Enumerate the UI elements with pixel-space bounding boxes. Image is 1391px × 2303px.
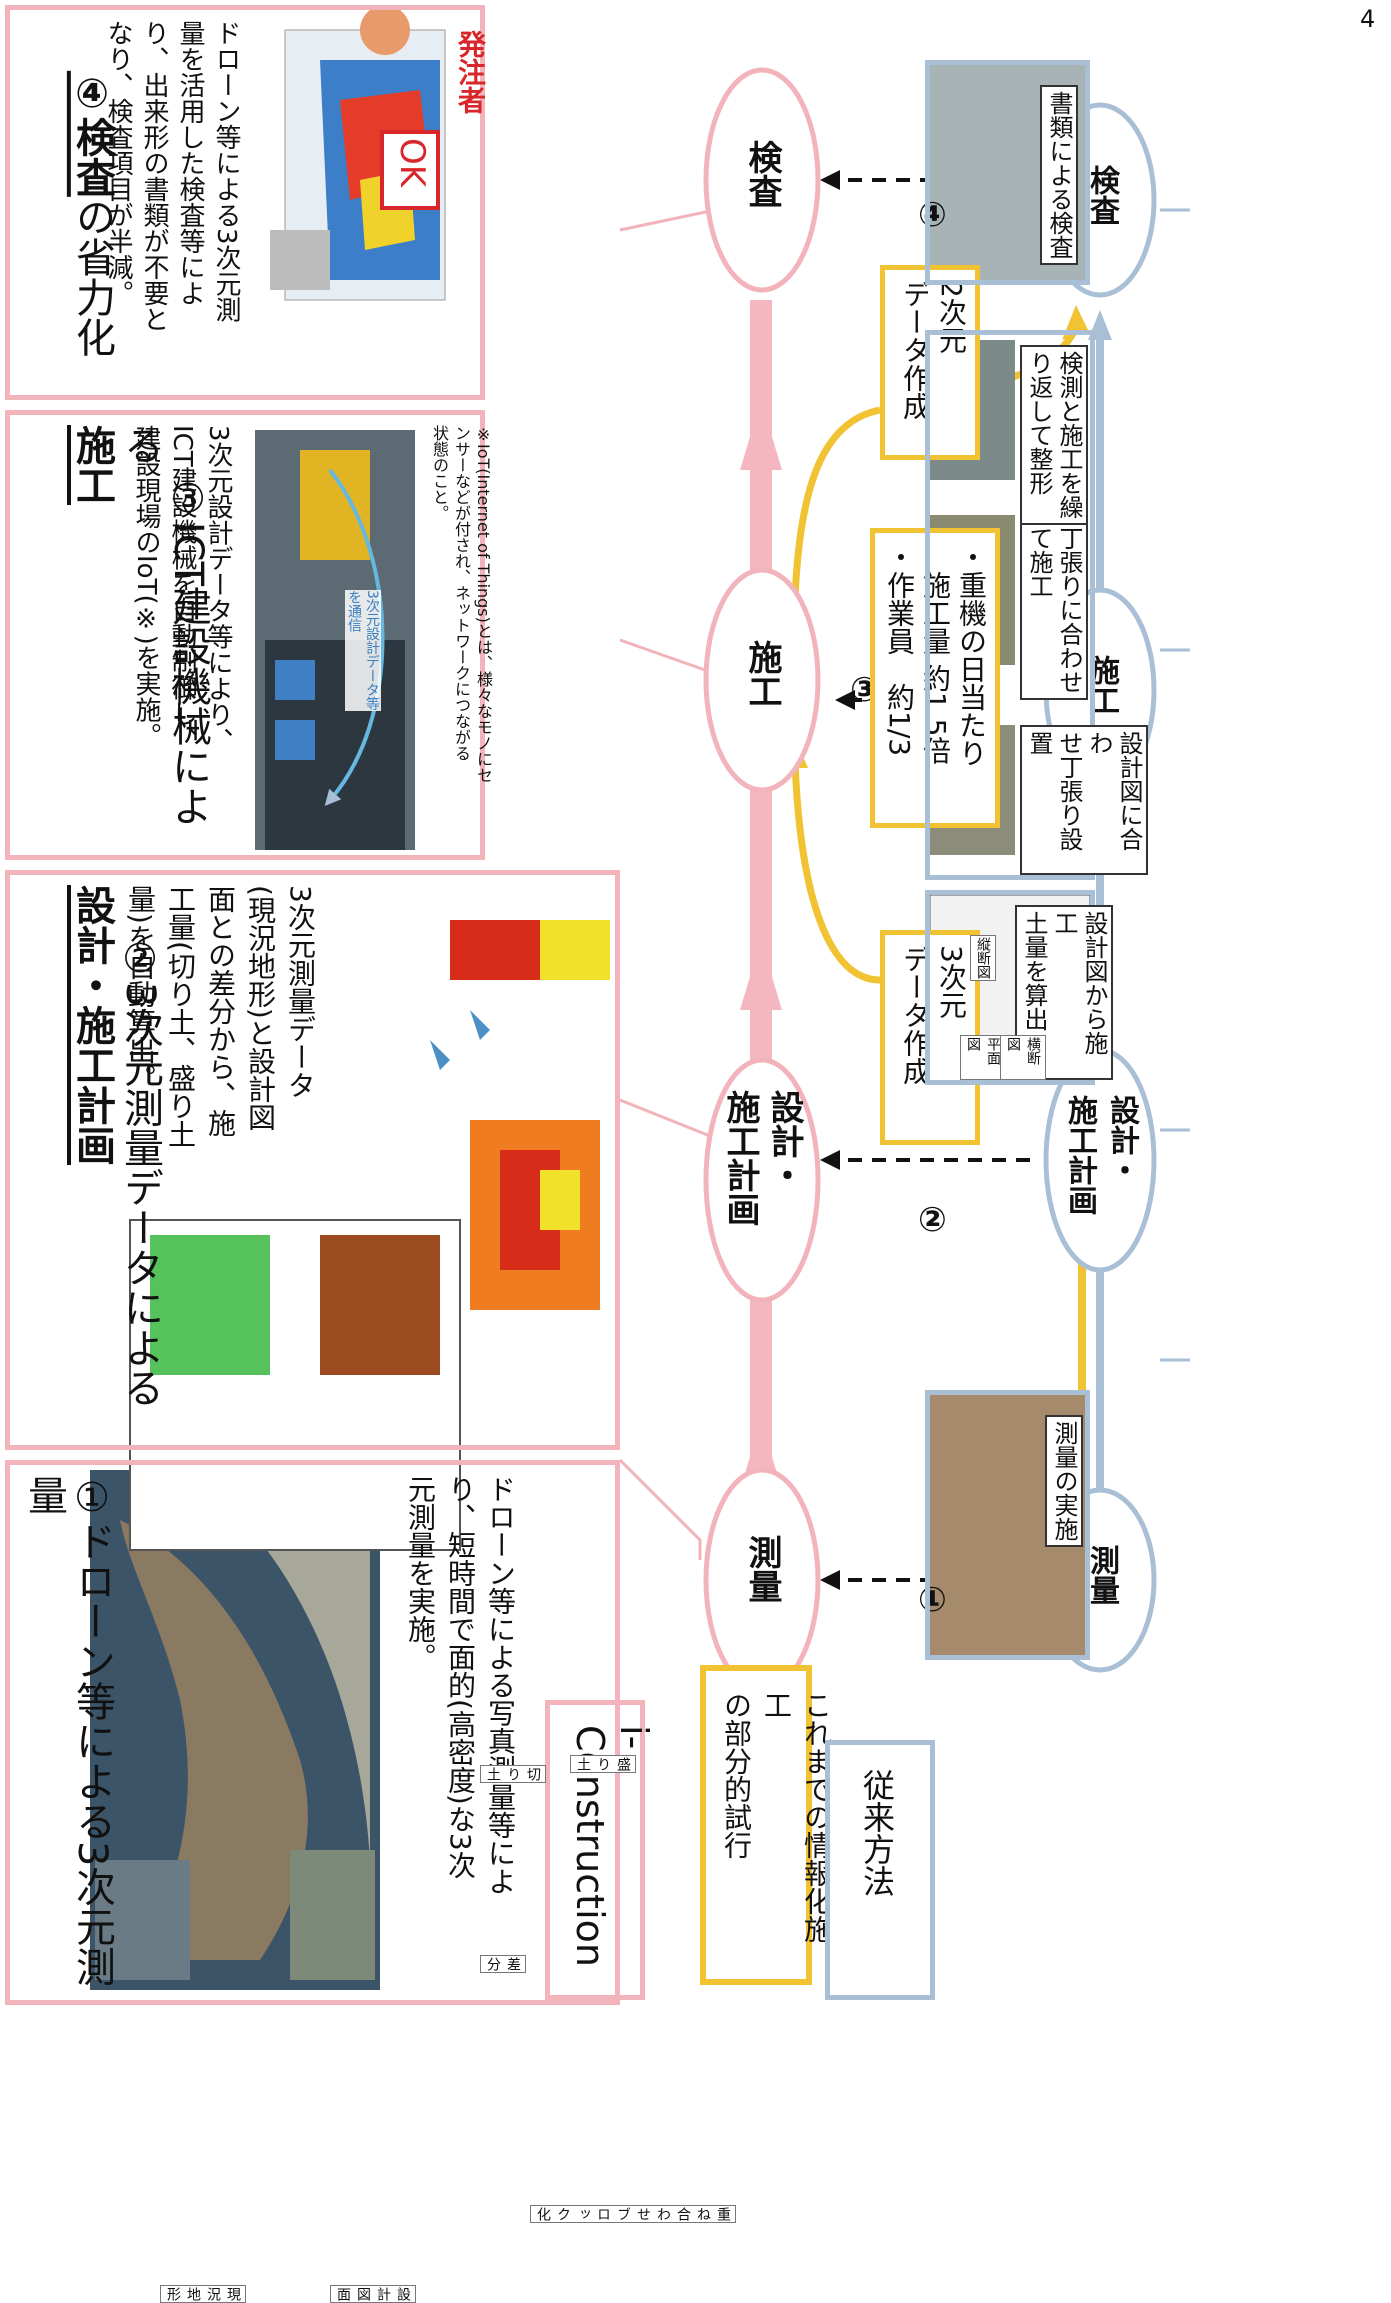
fill-image — [540, 920, 610, 980]
conv-survey-caption: 測量の実施 — [1045, 1415, 1083, 1547]
conv-construct-panel: 設計図に合わ せ丁張り設置 丁張りに合わせ て施工 検測と施工を繰 り返して整形 — [925, 330, 1148, 880]
panel-drone-survey: ①ドローン等による3次元測量 ドローン等による写真測量等によ り、短時間で面的(… — [5, 1460, 620, 2005]
connector-p3 — [619, 638, 706, 672]
panel1-body: ドローン等による写真測量等によ り、短時間で面的(高密度)な3次 元測量を実施。 — [404, 1475, 517, 1895]
pink-arrow-3 — [740, 400, 782, 470]
box-effect: ・重機の日当たり 施工量 約1.5倍 ・作業員 約1/3 — [870, 528, 1000, 828]
tag-profile: 縦断図 — [970, 935, 996, 981]
client-label: 発注者 — [454, 30, 487, 114]
arrow-to-cut — [430, 1040, 450, 1070]
panel3-title-plain: ③ICT建設機械による — [117, 425, 211, 827]
marker-4: ④ — [918, 195, 947, 235]
panel-inspection: ④検査の省力化 ドローン等による3次元測 量を活用した検査等によ り、出来形の書… — [5, 5, 487, 400]
design-3d-images — [129, 920, 610, 1551]
pink-flow — [618, 208, 782, 1560]
yellow-construct-to-2d — [791, 406, 881, 601]
label-diff: 差分 — [480, 1955, 526, 1973]
yellow-3d-to-construct — [791, 759, 881, 984]
node-survey: 測量 — [742, 1535, 782, 1603]
node-construction: 施工 — [742, 640, 782, 708]
operator-photo-inset — [290, 1850, 375, 1980]
connector-p2 — [619, 1098, 721, 1142]
conv-stake-caption: 設計図に合わ せ丁張り設置 — [1020, 725, 1148, 875]
panel2-title: ②3次元測量データによる 設計・施工計画 — [20, 885, 212, 1445]
node-design-ellipse — [703, 1057, 821, 1303]
panel-design-plan: ②3次元測量データによる 設計・施工計画 3次元測量データ (現況地形)と設計図… — [5, 870, 736, 2303]
node-inspection-ellipse — [703, 67, 821, 293]
conv-design-panel: 設計図から施工 土量を算出 平面図 縦断図 横断図 — [925, 890, 1113, 1085]
pink-arrow-2 — [740, 940, 782, 1010]
panel4-title: ④検査の省力化 — [20, 20, 164, 390]
row-label-i-construction: i-Construction — [545, 1700, 656, 2000]
conv-inspect-caption: 書類による検査 — [1040, 85, 1078, 265]
marker-2: ② — [918, 1200, 947, 1240]
connector-p4 — [619, 208, 716, 232]
label-cut: 切り土 — [480, 1765, 546, 1783]
conv-inspect-panel: 書類による検査 — [925, 60, 1090, 285]
conv-node-design: 設計・ 施工計画 — [1062, 1095, 1139, 1215]
tag-cross-section: 横断図 — [1000, 1035, 1046, 1080]
drone-photo-inset — [95, 1860, 190, 1980]
label-overlay-block: 重ね合わせブロック化 — [530, 2205, 736, 2223]
panel2-body: 3次元測量データ (現況地形)と設計図 面との差分から、施 工量(切り土、盛り土… — [124, 885, 317, 1148]
current-terrain-image — [150, 1235, 270, 1375]
conv-node-construction: 施工 — [1084, 655, 1119, 715]
ict-machine-images — [255, 430, 415, 850]
node-inspection: 検査 — [742, 140, 782, 208]
panel4-title-plain: の省力化 — [69, 196, 115, 357]
page-number: 4 — [1360, 5, 1376, 33]
connector-p1 — [618, 1458, 702, 1560]
label-current-terrain: 現況地形 — [160, 2285, 246, 2303]
design-drawing-image — [320, 1235, 440, 1375]
panel3-body: 3次元設計データ等により、 ICT建設機械を自動制御し、 建設現場のIoT(※)… — [131, 425, 233, 754]
conv-design-caption: 設計図から施工 土量を算出 — [1015, 905, 1113, 1080]
row-label-conventional: 従来方法 — [825, 1740, 935, 2000]
row-label-conventional-text: 従来方法 — [858, 1769, 896, 1897]
node-construction-ellipse — [703, 567, 821, 793]
panel1-title: ①ドローン等による3次元測量 — [21, 1475, 115, 1987]
panel3-note: ※IoT(Internet of Things)とは、様々なモノにセ ンサーなど… — [430, 425, 493, 783]
communication-arrow — [324, 468, 385, 807]
row-label-partial: これまでの情報化施工 の部分的試行 — [700, 1665, 833, 1985]
panel4-title-highlight: ④検査 — [69, 70, 115, 197]
conv-survey-panel: 測量の実施 — [925, 1390, 1090, 1660]
panel3-photo-label: 3次元設計データ等 を通信 — [345, 590, 381, 711]
marker-1: ① — [918, 1580, 947, 1620]
label-fill: 盛り土 — [570, 1755, 636, 1773]
pink-flow-shaft — [750, 300, 772, 1560]
drone-icon-photo — [270, 230, 330, 290]
panel3-title-highlight: 施工 — [69, 425, 115, 505]
conv-repeat-caption: 検測と施工を繰 り返して整形 — [1020, 345, 1088, 525]
cut-image — [450, 920, 540, 980]
client-figure — [360, 5, 410, 55]
panel2-title-highlight: 設計・施工計画 — [69, 885, 115, 1165]
panel2-title-plain: ②3次元測量データによる — [117, 935, 163, 1408]
label-design-drawing: 設計図面 — [330, 2285, 416, 2303]
conv-construct-caption: 丁張りに合わせ て施工 — [1020, 520, 1088, 700]
node-design: 設計・ 施工計画 — [720, 1090, 804, 1226]
ok-badge-text: OK — [392, 138, 432, 188]
panel3-title: ③ICT建設機械による 施工 — [20, 425, 260, 845]
panel-ict-construction: ③ICT建設機械による 施工 3次元設計データ等により、 ICT建設機械を自動制… — [5, 410, 493, 860]
panel4-body: ドローン等による3次元測 量を活用した検査等によ り、出来形の書類が不要と なり… — [103, 20, 241, 332]
diagram-stage: 4 i-Construction これまでの情報化施工 の部分的試行 従来方法 … — [5, 5, 1376, 2303]
drone-survey-image — [90, 1470, 380, 1990]
arrow-to-fill — [470, 1010, 490, 1040]
ok-badge: OK — [380, 130, 440, 210]
